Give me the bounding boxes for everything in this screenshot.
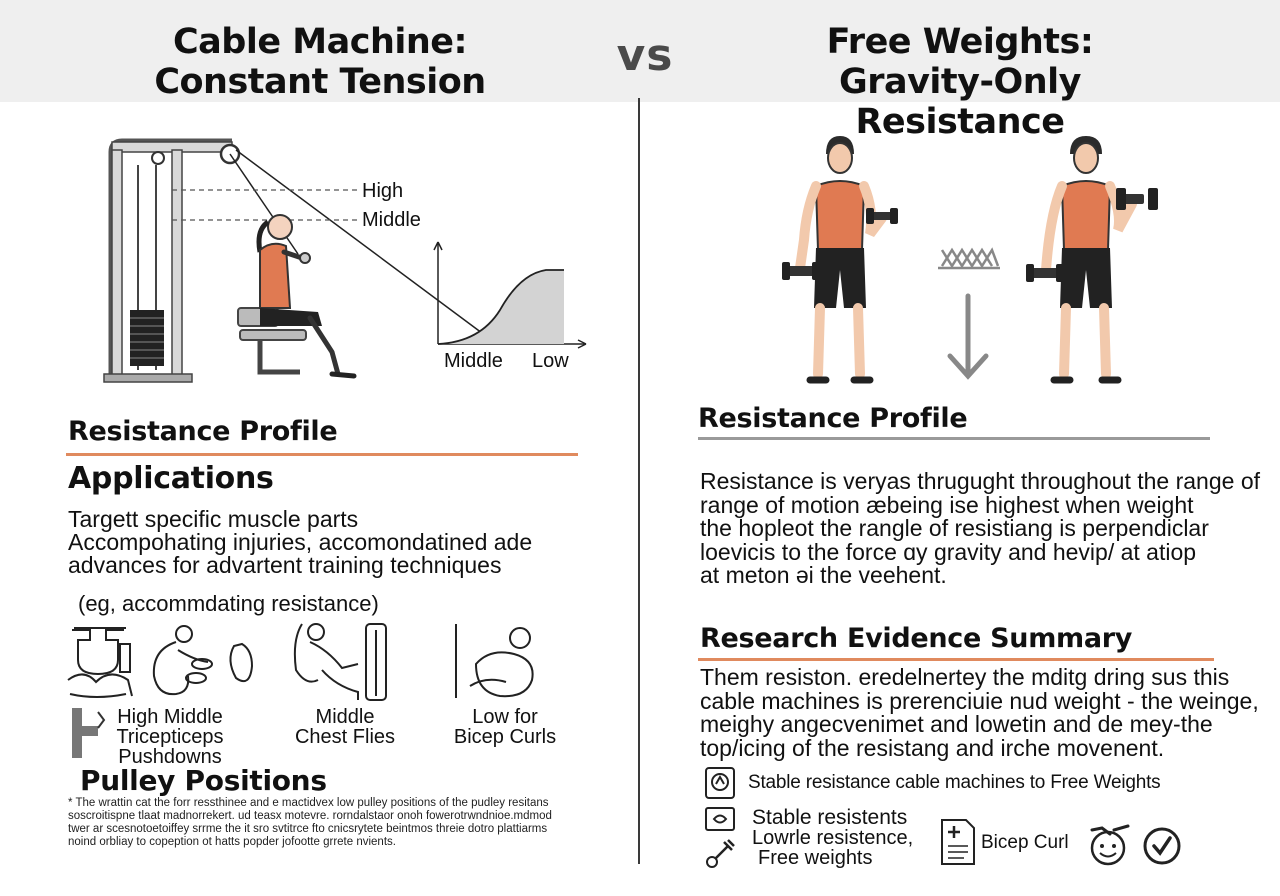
seat-leg bbox=[257, 340, 300, 375]
person-hair bbox=[256, 219, 270, 253]
right-title-line2: Gravity-Only Resistance bbox=[839, 62, 1081, 142]
high-pulley-icon bbox=[72, 708, 106, 758]
profile-line-4: loevicis to the force ɑy gravity and hev… bbox=[700, 538, 1197, 565]
pulley-positions-heading: Pulley Positions bbox=[80, 764, 327, 797]
weight-stack bbox=[130, 310, 164, 366]
right-profile-text: Resistance is veryas thrugught throughou… bbox=[700, 468, 1261, 588]
video-icon bbox=[705, 807, 735, 831]
left-title: Cable Machine: Constant Tension bbox=[120, 22, 520, 102]
dumbbell-icon bbox=[706, 839, 735, 868]
pulley-label-low: Low for Bicep Curls bbox=[440, 707, 570, 747]
machine-right-post bbox=[171, 149, 183, 379]
resistance-curve-fill bbox=[438, 270, 564, 344]
right-title-line1: Free Weights: bbox=[826, 22, 1094, 62]
research-line-4: top/icing of the resistang and irche mov… bbox=[700, 734, 1165, 761]
top-pulley-left bbox=[151, 151, 165, 165]
legend-row-1: Stable resistance cable machines to Free… bbox=[748, 772, 1161, 793]
bicep-curl-label: Bicep Curl bbox=[981, 832, 1069, 853]
triceps-pushdown-icon bbox=[67, 627, 133, 698]
person-leg bbox=[307, 315, 341, 377]
check-icon bbox=[1143, 827, 1181, 865]
cable-row-icon bbox=[152, 625, 254, 696]
pulley-label-low-line2: Bicep Curls bbox=[453, 726, 557, 748]
legend-row-2-line3: Free weights bbox=[758, 847, 873, 869]
person-head bbox=[267, 214, 293, 240]
footnote-line-2: soscroitispne tlaat madnorrekert. ud tea… bbox=[68, 810, 552, 822]
research-line-2: cable machines is prerenciuie nud weight… bbox=[700, 687, 1259, 714]
legend-row-2: Stable resistents Lowrle resistence, Fre… bbox=[752, 806, 914, 869]
footnote-line-4: noind orbliay to copeption ot hatts popd… bbox=[68, 836, 396, 848]
person-shoe bbox=[329, 371, 357, 379]
pulley-label-high: High Middle Tricepticeps Pushdowns bbox=[100, 707, 240, 767]
smiley-icon bbox=[1090, 824, 1130, 866]
research-heading: Research Evidence Summary bbox=[700, 623, 1133, 654]
profile-line-5: at meton əi the veehent. bbox=[700, 562, 947, 588]
vs-label: vs bbox=[616, 30, 674, 81]
applications-line-2: Accompohating injuries, accomondatined a… bbox=[68, 529, 533, 555]
cable-long bbox=[235, 149, 487, 337]
footnote: * The wrattin cat the forr ressthinee an… bbox=[68, 797, 588, 849]
document-icon bbox=[941, 819, 975, 865]
pulley-label-high-line1: High Middle bbox=[117, 706, 223, 728]
center-divider bbox=[638, 98, 640, 864]
pulley-label-middle-line1: Middle bbox=[315, 706, 375, 728]
applications-heading: Applications bbox=[68, 461, 274, 496]
applications-line-3: advances for advartent training techniqu… bbox=[68, 552, 502, 578]
label-high: High bbox=[362, 180, 404, 202]
pulley-label-middle-line2: Chest Flies bbox=[294, 726, 396, 748]
applications-list: Targett specific muscle parts Accompohat… bbox=[68, 508, 532, 577]
right-resistance-profile-heading: Resistance Profile bbox=[698, 403, 968, 434]
left-heading-rule bbox=[66, 453, 578, 456]
figure-2 bbox=[1026, 136, 1158, 384]
pulley-label-low-line1: Low for bbox=[472, 706, 538, 728]
cable-to-hands bbox=[229, 153, 299, 255]
left-resistance-profile-heading: Resistance Profile bbox=[68, 416, 338, 447]
research-text: Them resiston. eredelnertey the mditg dr… bbox=[700, 664, 1259, 761]
footnote-line-1: * The wrattin cat the forr ressthinee an… bbox=[68, 797, 549, 809]
free-weights-illustration bbox=[782, 136, 1158, 384]
right-heading-rule bbox=[698, 437, 1210, 440]
cable-handle bbox=[299, 252, 311, 264]
pulley-label-high-line2: Tricepticeps bbox=[116, 726, 224, 748]
stable-resistance-icon bbox=[705, 767, 735, 799]
right-title: Free Weights: Gravity-Only Resistance bbox=[740, 22, 1180, 142]
applications-note: (eg, accommdating resistance) bbox=[78, 591, 379, 616]
applications-line-1: Targett specific muscle parts bbox=[68, 506, 359, 532]
person-shorts bbox=[260, 308, 322, 326]
profile-line-2: range of motion æbeing ise highest when … bbox=[700, 491, 1194, 518]
legend-row-2-line1: Stable resistents bbox=[752, 806, 908, 829]
person-torso bbox=[259, 242, 292, 309]
cable-machine-illustration bbox=[103, 138, 587, 383]
profile-line-1: Resistance is veryas thrugught throughou… bbox=[700, 468, 1261, 494]
seat bbox=[239, 329, 307, 341]
down-arrow-icon bbox=[947, 293, 989, 380]
machine-base bbox=[103, 373, 193, 383]
header-band bbox=[0, 0, 1280, 102]
figure-1 bbox=[782, 136, 898, 384]
axis-label-middle: Middle bbox=[444, 350, 503, 372]
pulley-label-high-line3: Pushdowns bbox=[118, 746, 222, 768]
label-middle: Middle bbox=[362, 209, 421, 231]
left-title-line1: Cable Machine: bbox=[172, 22, 468, 62]
research-line-3: meighy angecvenimet and lowetin and de m… bbox=[700, 711, 1213, 737]
left-title-line2: Constant Tension bbox=[154, 62, 486, 102]
legend-row-2-line2: Lowrle resistence, bbox=[752, 827, 914, 849]
footnote-line-3: twer ar scesnotoetoiffey srrme the it sr… bbox=[68, 823, 548, 835]
chest-fly-icon bbox=[293, 623, 387, 701]
axis-label-low: Low bbox=[532, 350, 569, 372]
research-line-1: Them resiston. eredelnertey the mditg dr… bbox=[700, 664, 1230, 690]
gravity-symbol bbox=[938, 247, 1000, 270]
machine-left-post bbox=[111, 149, 123, 379]
bicep-curl-icon bbox=[455, 624, 534, 698]
resistance-curve bbox=[437, 269, 564, 345]
pulley-label-middle: Middle Chest Flies bbox=[285, 707, 405, 747]
pulley-icons bbox=[67, 623, 534, 701]
person-arm bbox=[281, 249, 305, 261]
research-heading-rule bbox=[698, 658, 1214, 661]
profile-line-3: the hopleot the rangle of resistiang is … bbox=[700, 515, 1209, 541]
